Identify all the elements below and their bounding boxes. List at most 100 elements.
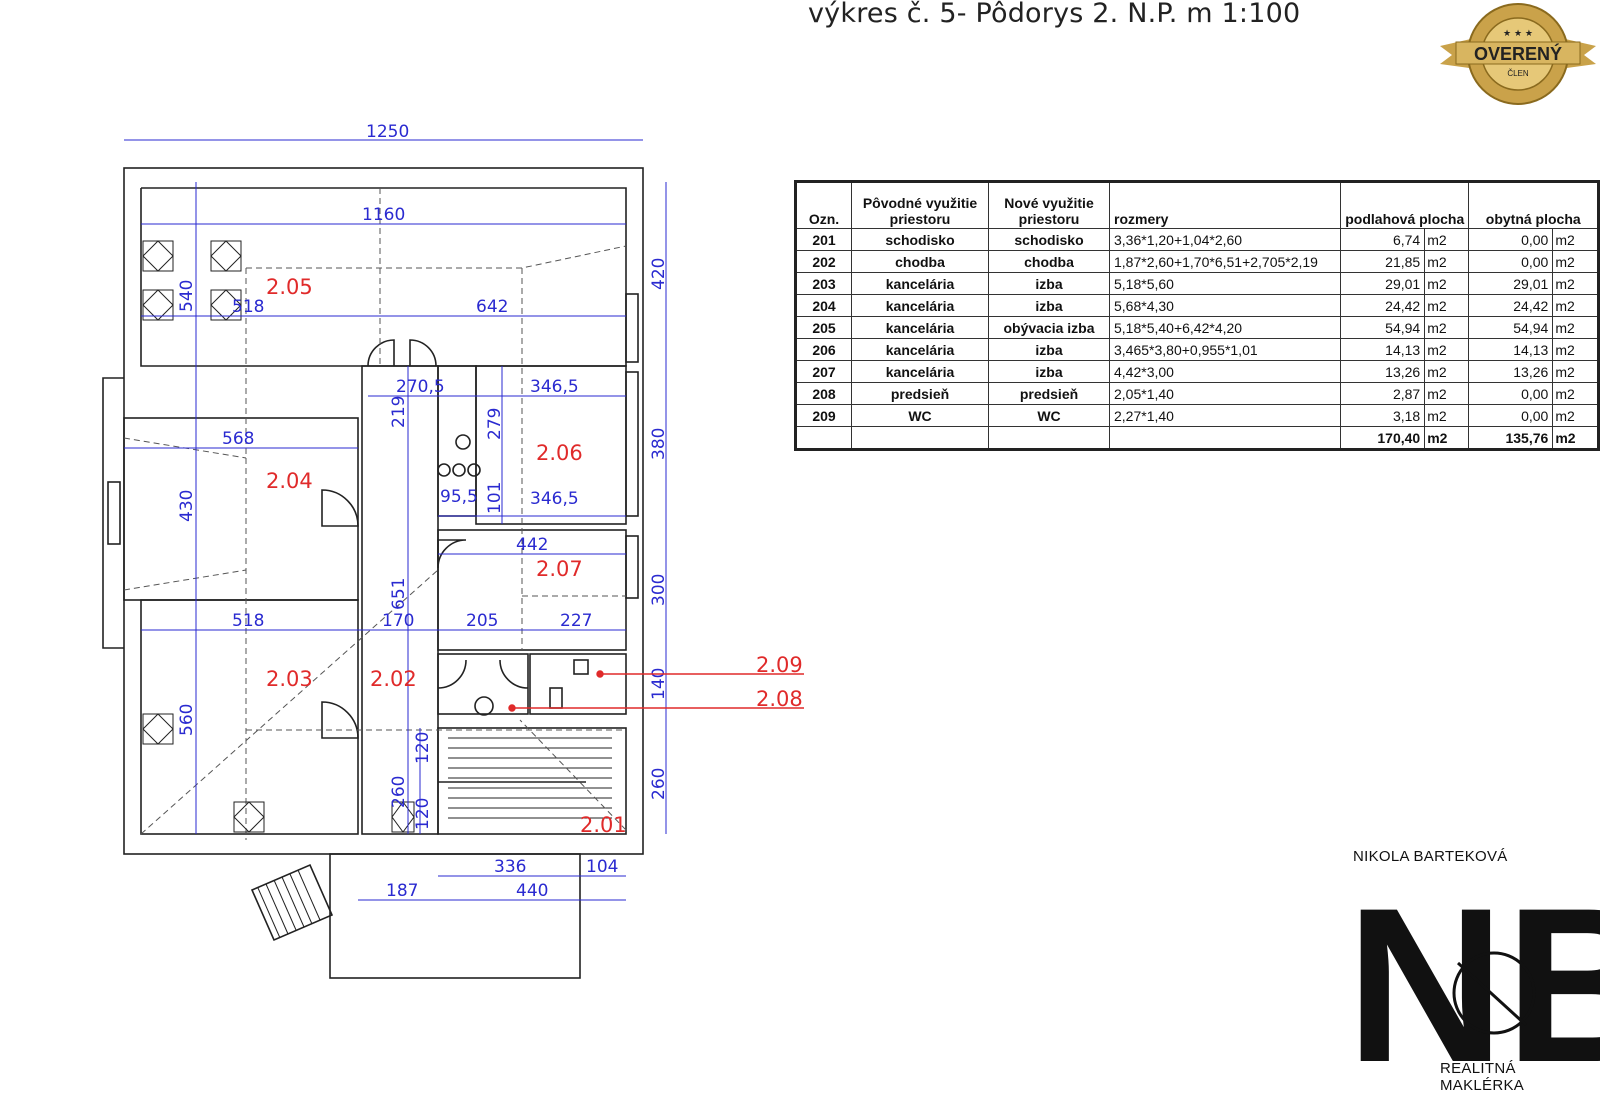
floor-area: 29,01 (1339, 272, 1426, 295)
new-use: izba (988, 294, 1110, 317)
col-header: rozmery (1109, 181, 1341, 229)
badge-banner (1455, 41, 1581, 65)
dim-label: 1160 (362, 205, 405, 225)
stair-step (289, 873, 313, 925)
dim-label: 95,5 (440, 487, 478, 507)
dim-label: 300 (649, 574, 669, 606)
badge-subtitle: ČLEN (1507, 69, 1529, 78)
roof-line (519, 719, 627, 831)
room-label: 2.01 (580, 813, 627, 837)
living-area: 54,94 (1468, 316, 1554, 339)
balcony (329, 853, 581, 979)
dim-label: 1250 (366, 122, 409, 142)
floor-area: 3,18 (1339, 404, 1426, 427)
floor-area-unit: m2 (1424, 360, 1470, 383)
window (625, 535, 639, 599)
dim-label: 540 (177, 280, 197, 312)
new-use: predsieň (988, 382, 1110, 405)
new-use: obývacia izba (988, 316, 1110, 339)
dim-label: 518 (232, 611, 264, 631)
room-id: 206 (795, 338, 852, 361)
skylight-icon (391, 801, 415, 833)
dim-label: 430 (177, 490, 197, 522)
toilet-icon (549, 687, 563, 709)
floor-plan: 1250 1160 518 642 270,5 346,5 568 95,5 3… (102, 122, 804, 979)
washbasin-icon (474, 696, 494, 716)
dimensions: 5,18*5,60 (1109, 272, 1341, 295)
west-bay (102, 377, 124, 649)
dim-label: 120 (413, 732, 433, 764)
room-labels: 2.05 2.06 2.04 2.07 2.03 2.02 2.01 2.09 … (266, 275, 803, 837)
window (107, 481, 121, 545)
skylight-icon (233, 801, 265, 833)
floor-area: 24,42 (1339, 294, 1426, 317)
dimension-labels: 1250 1160 518 642 270,5 346,5 568 95,5 3… (177, 122, 669, 901)
living-area-unit: m2 (1552, 294, 1599, 317)
dim-label: 187 (386, 881, 418, 901)
new-use: izba (988, 272, 1110, 295)
walls (102, 167, 644, 979)
living-area-unit: m2 (1552, 250, 1599, 273)
dim-label: 442 (516, 535, 548, 555)
living-area-unit: m2 (1552, 338, 1599, 361)
floor-area-unit: m2 (1424, 228, 1470, 251)
dim-label: 440 (516, 881, 548, 901)
total-living-unit: m2 (1552, 426, 1599, 450)
floor-area: 54,94 (1339, 316, 1426, 339)
total-floor: 170,40 (1339, 426, 1426, 450)
dim-label: 420 (649, 258, 669, 290)
dimensions: 1,87*2,60+1,70*6,51+2,705*2,19 (1109, 250, 1341, 273)
room-label: 2.07 (536, 557, 583, 581)
living-area: 24,42 (1468, 294, 1554, 317)
living-area: 29,01 (1468, 272, 1554, 295)
room-203-outline (140, 599, 359, 835)
dim-label: 104 (586, 857, 618, 877)
stove-icon (467, 463, 481, 477)
door-swing (437, 539, 467, 569)
new-use: izba (988, 360, 1110, 383)
floor-area: 13,26 (1339, 360, 1426, 383)
floor-area-unit: m2 (1424, 316, 1470, 339)
skylights (142, 240, 415, 833)
skylight-icon (142, 289, 174, 321)
outer-wall (123, 167, 644, 855)
table-cell (795, 426, 852, 450)
room-label: 2.09 (756, 653, 803, 677)
table-total-row: 170,40 m2 135,76 m2 (795, 426, 1599, 450)
living-area-unit: m2 (1552, 316, 1599, 339)
total-floor-unit: m2 (1424, 426, 1470, 450)
living-area-unit: m2 (1552, 272, 1599, 295)
dimensions: 3,465*3,80+0,955*1,01 (1109, 338, 1341, 361)
dimensions: 5,18*5,40+6,42*4,20 (1109, 316, 1341, 339)
window (625, 371, 639, 517)
dim-label: 260 (649, 768, 669, 800)
dim-label: 227 (560, 611, 592, 631)
dim-label: 170 (382, 611, 414, 631)
room-label: 2.08 (756, 687, 803, 711)
new-use: schodisko (988, 228, 1110, 251)
table-cell (988, 426, 1110, 450)
floor-area-unit: m2 (1424, 404, 1470, 427)
col-header-line: priestoru (1018, 211, 1080, 227)
living-area-unit: m2 (1552, 228, 1599, 251)
room-label: 2.02 (370, 667, 417, 691)
skylight-icon (210, 289, 242, 321)
dim-label: 279 (485, 408, 505, 440)
door-swing (321, 701, 359, 739)
dim-label: 140 (649, 668, 669, 700)
stair-step (273, 879, 297, 931)
verified-member-badge: OVERENÝ ČLEN ★ ★ ★ (1440, 3, 1596, 105)
original-use: kancelária (851, 316, 989, 339)
floor-area: 2,87 (1339, 382, 1426, 405)
door-swing (409, 339, 437, 367)
stair-step (257, 887, 281, 939)
living-area: 0,00 (1468, 250, 1554, 273)
roof-line (140, 569, 439, 835)
dimensions: 5,68*4,30 (1109, 294, 1341, 317)
